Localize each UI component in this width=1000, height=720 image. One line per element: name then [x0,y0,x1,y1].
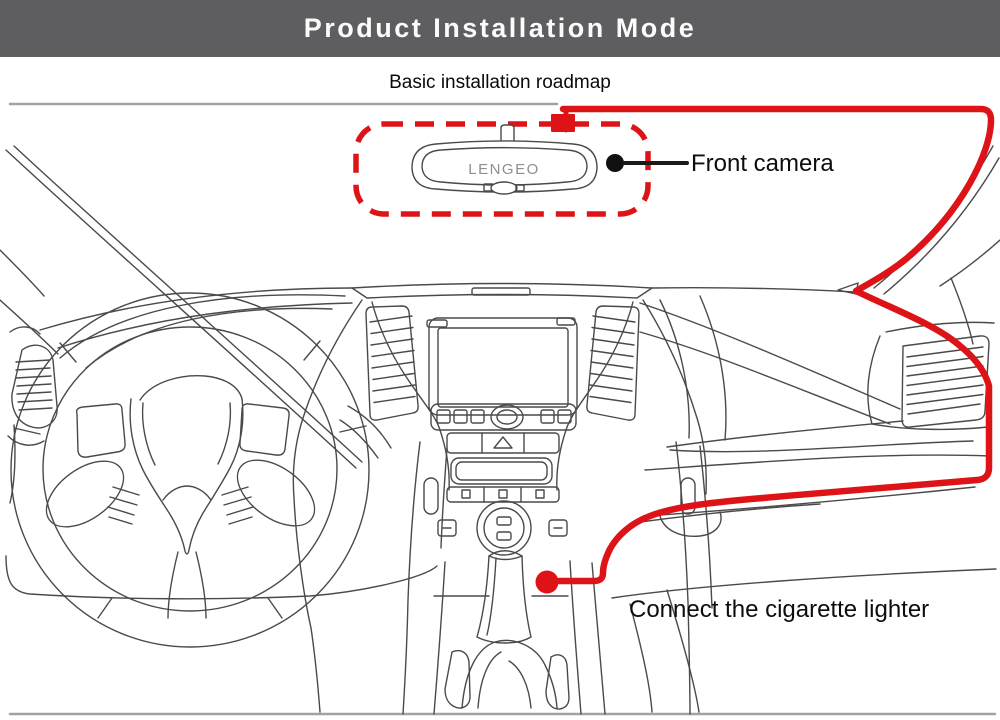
front-camera-callout [606,154,689,172]
steering-wheel [10,292,370,648]
mirror-brand-text: LENGEO [468,161,540,178]
cigarette-lighter-label: Connect the cigarette lighter [629,596,930,623]
front-camera-label: Front camera [691,150,834,177]
cable-route-line [555,105,995,585]
cable-route [535,105,995,594]
center-console [292,282,713,715]
rearview-mirror [411,124,598,195]
cigarette-lighter-marker [535,570,559,594]
cable-connector-marker [551,114,575,132]
callout-dot [606,154,624,172]
dashboard [0,145,1000,713]
diagram-subtitle: Basic installation roadmap [389,72,611,93]
mirror-highlight-box [353,121,651,217]
page-title: Product Installation Mode [303,13,697,43]
header-bar: Product Installation Mode [0,0,1000,57]
